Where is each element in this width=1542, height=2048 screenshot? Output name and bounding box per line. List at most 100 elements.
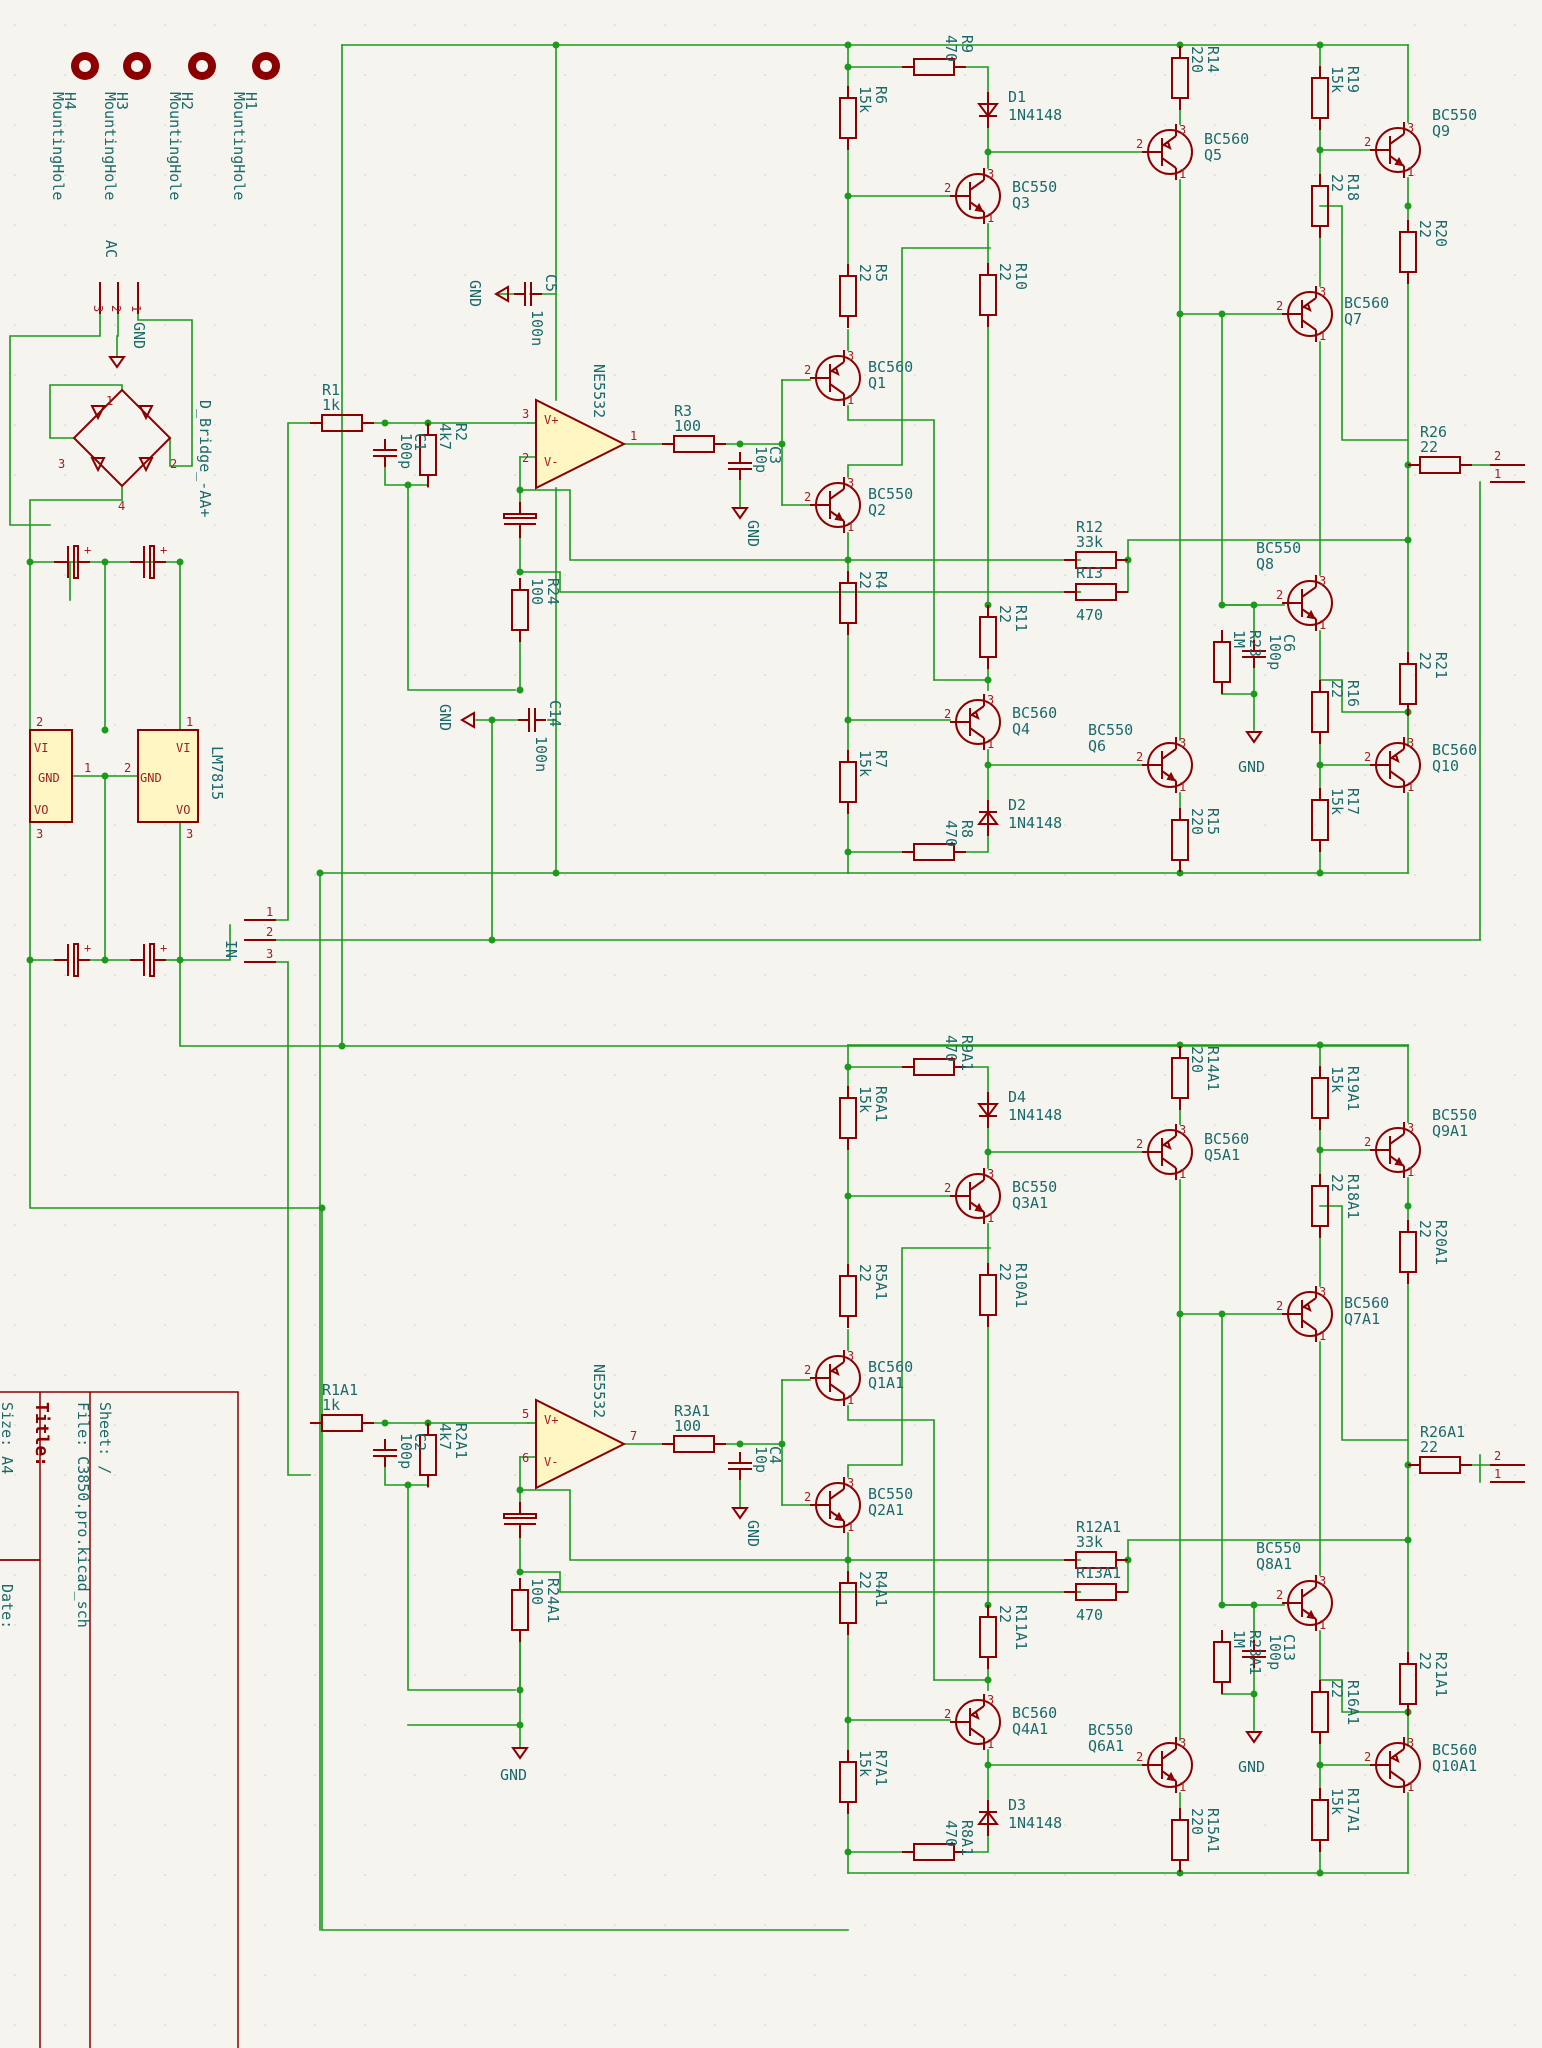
- junction-dot: [1176, 41, 1184, 49]
- schematic-label: R24A1: [544, 1578, 562, 1623]
- wire: [847, 405, 935, 681]
- resistor-r7: [839, 1761, 857, 1803]
- svg-text:2: 2: [1136, 1137, 1143, 1151]
- schematic-label: 1: [1494, 1467, 1501, 1481]
- title-block-date: Date:: [0, 1584, 16, 1629]
- schematic-label: R14A1: [1204, 1046, 1222, 1091]
- schematic-label: BC560: [1344, 294, 1389, 312]
- schematic-label: Q8A1: [1256, 1555, 1292, 1573]
- schematic-label: 100n: [528, 310, 546, 346]
- schematic-label: R18: [1344, 174, 1362, 201]
- schematic-label: Q2A1: [868, 1501, 904, 1519]
- schematic-label: R13A1: [1076, 1564, 1121, 1582]
- schematic-label: R16: [1344, 680, 1362, 707]
- schematic-label: R19: [1344, 66, 1362, 93]
- resistor-r10: [979, 1274, 997, 1316]
- schematic-label: H1: [242, 92, 260, 110]
- input-resistor: [321, 1414, 363, 1432]
- svg-text:1: 1: [847, 1520, 854, 1534]
- junction-dot: [736, 440, 744, 448]
- junction-dot: [1404, 202, 1412, 210]
- schematic-label: 1: [129, 305, 143, 312]
- wire: [407, 484, 516, 691]
- schematic-label: R13: [1076, 564, 1103, 582]
- wire: [9, 313, 101, 526]
- schematic-label: 470: [1076, 1606, 1103, 1624]
- svg-text:1: 1: [1407, 780, 1414, 794]
- svg-text:3: 3: [522, 407, 529, 421]
- schematic-label: Q10: [1432, 757, 1459, 775]
- schematic-label: 15k: [856, 750, 874, 777]
- svg-text:V-: V-: [544, 455, 558, 469]
- ground-symbol: [1245, 1731, 1263, 1744]
- wire: [1127, 539, 1409, 561]
- schematic-label: R16A1: [1344, 1680, 1362, 1725]
- schematic-label: GND: [140, 771, 162, 785]
- schematic-label: R3: [674, 402, 692, 420]
- schematic-label: 100p: [397, 1433, 415, 1469]
- schematic-label: 470: [1076, 606, 1103, 624]
- schematic-label: 3: [186, 827, 193, 841]
- schematic-label: Q6: [1088, 737, 1106, 755]
- schematic-label: GND: [436, 704, 454, 731]
- schematic-label: R20: [1432, 220, 1450, 247]
- svg-text:2: 2: [804, 363, 811, 377]
- junction-dot: [736, 1440, 744, 1448]
- schematic-label: 100: [674, 1417, 701, 1435]
- svg-text:1: 1: [1319, 1618, 1326, 1632]
- junction-dot: [1316, 1041, 1324, 1049]
- svg-text:2: 2: [1364, 135, 1371, 149]
- wire: [1319, 205, 1409, 441]
- svg-text:3: 3: [987, 1167, 994, 1181]
- svg-text:1: 1: [1407, 1165, 1414, 1179]
- svg-text:3: 3: [1407, 736, 1414, 750]
- schematic-label: 22: [1416, 1220, 1434, 1238]
- svg-text:+: +: [84, 543, 91, 557]
- schematic-label: 100: [528, 1578, 546, 1605]
- wire: [519, 1571, 1081, 1593]
- schematic-label: Q6A1: [1088, 1737, 1124, 1755]
- schematic-label: BC560: [1344, 1294, 1389, 1312]
- wire: [1127, 1539, 1409, 1561]
- schematic-label: R5: [872, 264, 890, 282]
- svg-text:3: 3: [1407, 121, 1414, 135]
- svg-text:1: 1: [630, 429, 637, 443]
- schematic-label: R14: [1204, 46, 1222, 73]
- schematic-label: 2: [1494, 1449, 1501, 1463]
- ground-symbol: [108, 356, 126, 369]
- schematic-label: R9A1: [958, 1035, 976, 1071]
- schematic-label: C1: [411, 433, 429, 451]
- junction-dot: [844, 1063, 852, 1071]
- svg-text:V+: V+: [544, 413, 558, 427]
- schematic-label: 4: [118, 499, 125, 513]
- ground-symbol: [460, 711, 475, 729]
- schematic-label: 22: [996, 1605, 1014, 1623]
- schematic-label: Q4A1: [1012, 1720, 1048, 1738]
- junction-dot: [1316, 1869, 1324, 1877]
- schematic-label: GND: [1238, 758, 1265, 776]
- resistor-r7: [839, 761, 857, 803]
- schematic-label: BC550: [1012, 178, 1057, 196]
- schematic-label: BC550: [868, 1485, 913, 1503]
- wire: [29, 485, 181, 563]
- svg-text:3: 3: [1179, 1123, 1186, 1137]
- svg-text:1: 1: [987, 1737, 994, 1751]
- schematic-label: 15k: [1328, 1788, 1346, 1815]
- title-block: [0, 1391, 239, 2048]
- svg-text:3: 3: [1407, 1121, 1414, 1135]
- schematic-label: 2: [124, 761, 131, 775]
- schematic-label: 22: [996, 605, 1014, 623]
- svg-text:2: 2: [944, 1707, 951, 1721]
- schematic-label: BC550: [1012, 1178, 1057, 1196]
- schematic-label: AC: [102, 240, 120, 258]
- schematic-label: C13: [1280, 1634, 1298, 1661]
- svg-text:1: 1: [1319, 1329, 1326, 1343]
- schematic-label: 22: [996, 1263, 1014, 1281]
- schematic-label: 22: [1328, 1174, 1346, 1192]
- resistor-r5: [839, 275, 857, 317]
- schematic-label: 1M: [1230, 1630, 1248, 1648]
- svg-text:2: 2: [804, 490, 811, 504]
- schematic-label: GND: [500, 1766, 527, 1784]
- schematic-label: 2: [36, 715, 43, 729]
- wire: [1319, 679, 1409, 713]
